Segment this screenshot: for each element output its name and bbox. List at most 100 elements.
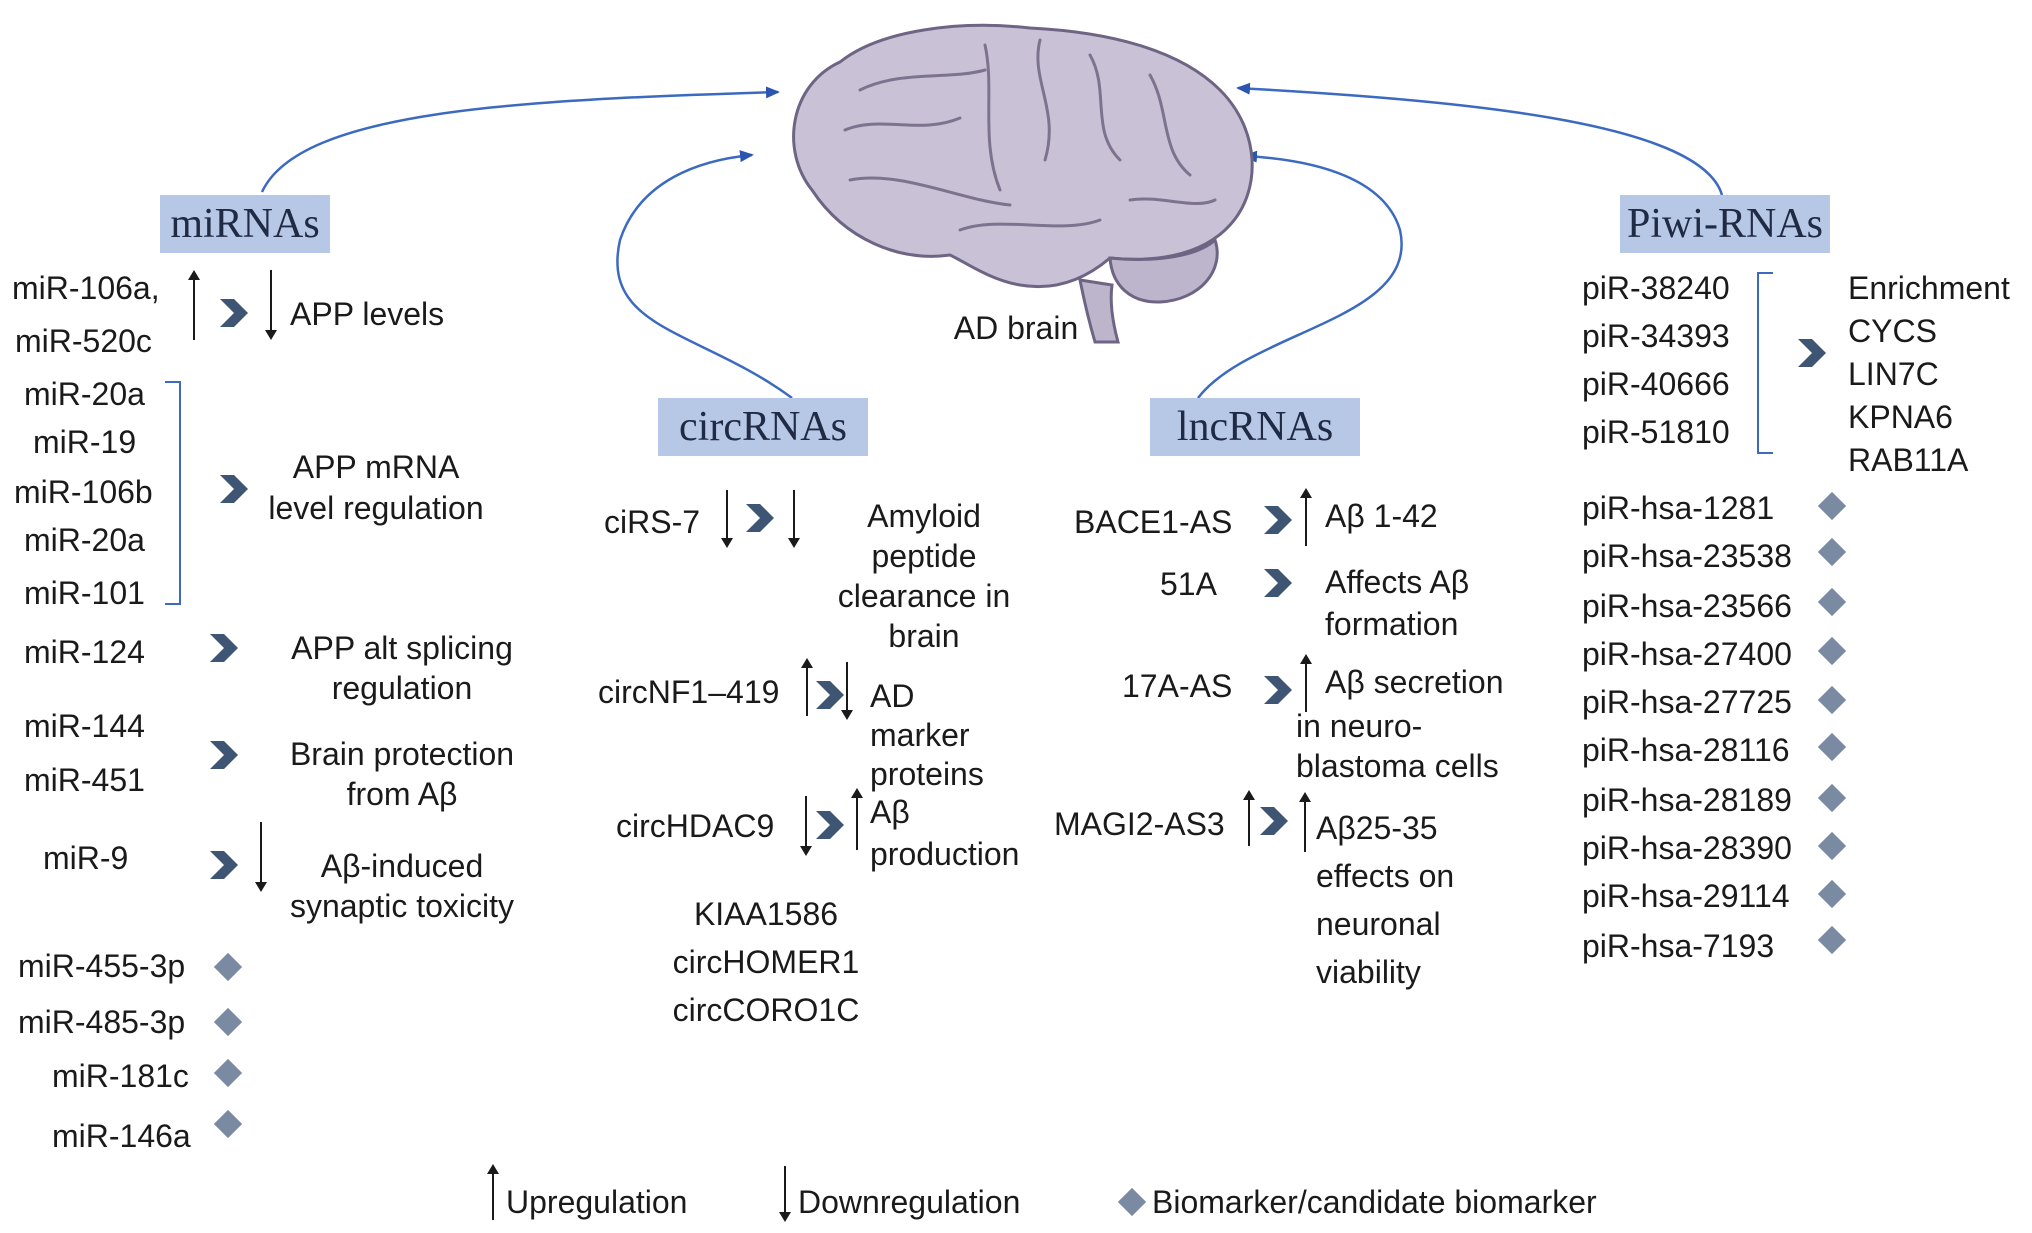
chevron-right-icon (1260, 807, 1288, 835)
mirna-g3-effect-line-1: regulation (331, 670, 473, 706)
pirna-biomarker-7: piR-hsa-28390 (1582, 830, 1792, 866)
mirna-g2-item-4: miR-101 (24, 575, 145, 611)
edge-lncrna-to-brain (1197, 150, 1403, 399)
lncrna-r4-effect-line-1: effects on (1316, 858, 1455, 894)
circrna-r1-effect-line-1: peptide (871, 538, 977, 574)
mirna-g3-item: miR-124 (24, 634, 145, 670)
pirna-biomarker-8: piR-hsa-29114 (1582, 878, 1790, 914)
header-mirnas: miRNAs (160, 195, 330, 253)
down-arrow-icon (255, 822, 267, 892)
up-arrow-icon (1300, 654, 1312, 712)
circrna-r2-effect-line-1: marker (870, 717, 970, 753)
chevron-right-icon (220, 299, 248, 327)
mirna-g3-effect-line-0: APP alt splicing (291, 630, 513, 666)
chevron-right-icon (1264, 506, 1292, 534)
up-arrow-icon (188, 270, 200, 340)
chevron-right-icon (1798, 339, 1826, 367)
brain-stem (1078, 278, 1120, 344)
up-arrow-icon (801, 658, 813, 716)
circrna-r1: ciRS-7 (604, 504, 701, 540)
chevron-right-icon (210, 741, 238, 769)
biomarker-diamond-icon (1817, 783, 1847, 813)
chevron-right-icon (746, 504, 774, 532)
lncrna-r3-effect-line-1: in neuro- (1296, 708, 1423, 744)
biomarker-diamond-icon (213, 1007, 243, 1037)
chevron-right-icon (210, 634, 238, 662)
pirna-biomarker-2: piR-hsa-23566 (1582, 588, 1792, 624)
header-circrnas: circRNAs (658, 398, 868, 456)
pirna-effect-line-0: Enrichment (1848, 270, 2010, 306)
circrna-r1-effect-line-3: brain (888, 618, 960, 654)
biomarker-diamond-icon (1817, 537, 1847, 567)
mirna-g2-item-2: miR-106b (14, 474, 153, 510)
pirna-effect-line-3: KPNA6 (1848, 399, 1953, 435)
lncrna-r1-effect: Aβ 1-42 (1325, 498, 1438, 534)
brain-cerebrum (792, 23, 1254, 289)
down-arrow-icon (788, 490, 800, 548)
circrna-r2: circNF1–419 (598, 674, 780, 710)
biomarker-diamond-icon (1817, 587, 1847, 617)
edge-pirna-to-brain (1236, 82, 1724, 196)
mirna-g2-item-3: miR-20a (24, 522, 145, 558)
biomarker-diamond-icon (213, 1109, 243, 1139)
pirna-biomarker-0: piR-hsa-1281 (1582, 490, 1775, 526)
pirna-biomarker-3: piR-hsa-27400 (1582, 636, 1792, 672)
biomarker-diamond-icon (1817, 879, 1847, 909)
edge-circrna-to-brain (616, 150, 793, 400)
down-arrow-icon (265, 270, 277, 340)
pirna-effect-line-1: CYCS (1848, 313, 1937, 349)
pirna-biomarker-6: piR-hsa-28189 (1582, 782, 1792, 818)
biomarker-diamond-icon (1817, 732, 1847, 762)
biomarker-diamond-icon (1817, 636, 1847, 666)
brain-cerebellum (1108, 237, 1219, 304)
mirna-g2-item-1: miR-19 (33, 424, 137, 460)
circrna-other-1: circHOMER1 (672, 944, 860, 980)
down-arrow-icon (841, 662, 853, 720)
mirna-g2-bracket (165, 381, 181, 605)
lncrna-r3-effect-line-2: blastoma cells (1296, 748, 1499, 784)
mirna-g4-item-1: miR-451 (24, 762, 145, 798)
biomarker-diamond-icon (1817, 491, 1847, 521)
circrna-r3-effect-line-0: Aβ (870, 794, 910, 830)
center-label: AD brain (953, 310, 1079, 346)
pirna-group-item-0: piR-38240 (1582, 270, 1730, 306)
lncrna-r4-effect-line-3: viability (1316, 954, 1421, 990)
mirna-g5-effect-line-0: Aβ-induced (320, 848, 484, 884)
mirna-biomarker-3: miR-146a (52, 1118, 191, 1154)
mirna-g2-item-0: miR-20a (24, 376, 145, 412)
down-arrow-icon (721, 490, 733, 548)
mirna-biomarker-0: miR-455-3p (18, 948, 186, 984)
up-arrow-icon (1300, 488, 1312, 546)
circrna-r3: circHDAC9 (616, 808, 775, 844)
legend-biomarker-label: Biomarker/candidate biomarker (1152, 1184, 1597, 1220)
chevron-right-icon (816, 811, 844, 839)
lncrna-r2: 51A (1160, 566, 1217, 602)
biomarker-diamond-icon (213, 952, 243, 982)
mirna-biomarker-2: miR-181c (52, 1058, 189, 1094)
pirna-effect-line-2: LIN7C (1848, 356, 1939, 392)
mirna-g5-item: miR-9 (43, 840, 129, 876)
header-lncrnas: lncRNAs (1150, 398, 1360, 456)
legend-diamond-icon (1117, 1187, 1147, 1217)
chevron-right-icon (1264, 569, 1292, 597)
pirna-group-item-3: piR-51810 (1582, 414, 1730, 450)
chevron-right-icon (1264, 676, 1292, 704)
lncrna-r3-effect-line-0: Aβ secretion (1325, 664, 1504, 700)
up-arrow-icon (851, 788, 863, 850)
biomarker-diamond-icon (1817, 831, 1847, 861)
pirna-biomarker-1: piR-hsa-23538 (1582, 538, 1792, 574)
biomarker-diamond-icon (213, 1058, 243, 1088)
chevron-right-icon (816, 681, 844, 709)
pirna-group-item-1: piR-34393 (1582, 318, 1730, 354)
lncrna-r4-effect-line-2: neuronal (1316, 906, 1441, 942)
circrna-other-2: circCORO1C (672, 992, 860, 1028)
mirna-biomarker-1: miR-485-3p (18, 1004, 186, 1040)
lncrna-r3: 17A-AS (1122, 668, 1233, 704)
circrna-other-0: KIAA1586 (693, 896, 839, 932)
pirna-group-bracket (1757, 272, 1773, 454)
brain-illustration (792, 23, 1254, 344)
edge-mirna-to-brain (260, 86, 780, 193)
mirna-g2-effect-line-0: APP mRNA (292, 449, 460, 485)
lncrna-r4-effect-line-0: Aβ25-35 (1316, 810, 1438, 846)
up-arrow-icon (1299, 792, 1311, 852)
